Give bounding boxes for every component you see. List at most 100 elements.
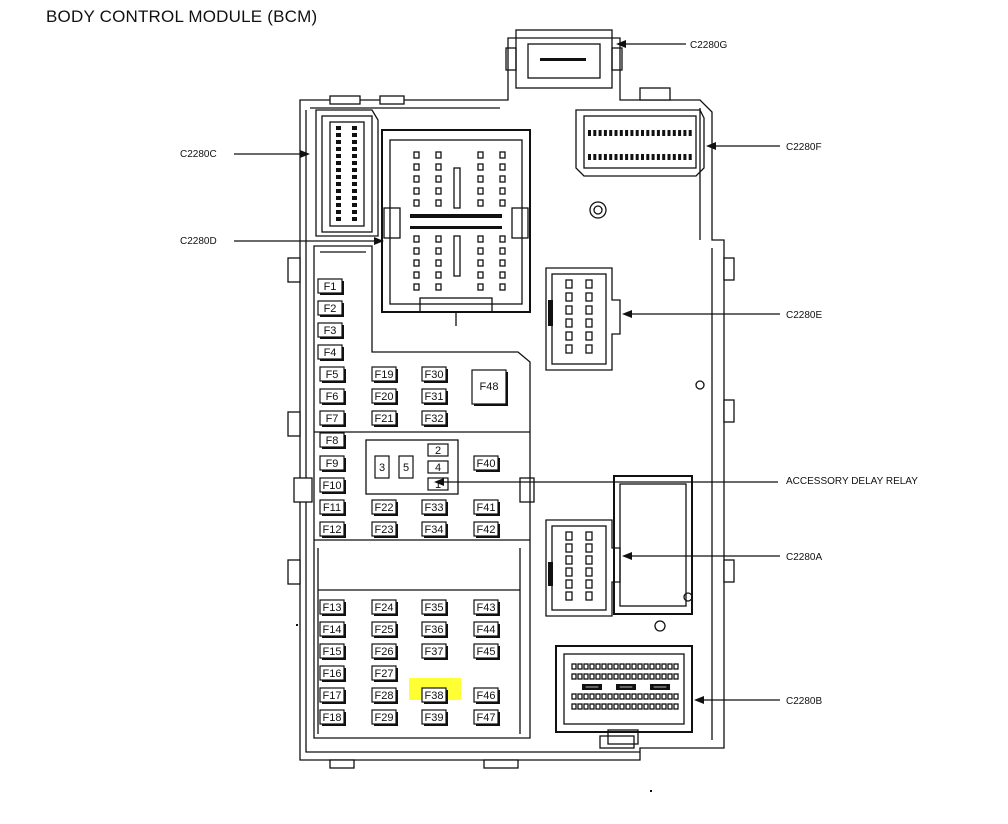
- fuse-body: [473, 643, 499, 659]
- fuse-body: [319, 455, 345, 471]
- fuse-f48: F48: [471, 369, 508, 406]
- relay-pin-p2: 2: [427, 443, 449, 457]
- fuse-f28: F28: [371, 687, 398, 704]
- connector-c2280b: [555, 645, 693, 745]
- fuse-label-f28: F28: [375, 690, 394, 702]
- fuse-body: [371, 388, 397, 404]
- fuse-f37: F37: [421, 643, 448, 660]
- fuse-f11: F11: [319, 499, 346, 516]
- relay-pin-box: [374, 455, 390, 479]
- fuse-f45: F45: [473, 643, 500, 660]
- callout-label-c2280e: C2280E: [786, 310, 822, 321]
- fuse-f34: F34: [421, 521, 448, 538]
- fuse-f38: F38: [421, 687, 448, 704]
- fuse-label-f4: F4: [324, 347, 337, 359]
- fuse-f2: F2: [317, 300, 344, 317]
- fuse-label-f36: F36: [425, 624, 444, 636]
- fuse-body: [421, 521, 447, 537]
- fuse-body: [319, 477, 345, 493]
- callout-c2280c: C2280C: [180, 149, 310, 160]
- fuse-f16: F16: [319, 665, 346, 682]
- fuse-label-f2: F2: [324, 303, 337, 315]
- relay-pin-p1: 1: [427, 477, 449, 491]
- fuse-label-f48: F48: [480, 381, 499, 393]
- fuse-f29: F29: [371, 709, 398, 726]
- fuse-f35: F35: [421, 599, 448, 616]
- fuse-label-f26: F26: [375, 646, 394, 658]
- relay-pin-label: 3: [379, 462, 385, 474]
- fuse-f47: F47: [473, 709, 500, 726]
- fuse-body: [319, 599, 345, 615]
- callout-c2280d: C2280D: [180, 236, 384, 247]
- fuse-body: [371, 366, 397, 382]
- fuse-body: [473, 521, 499, 537]
- fuse-body: [371, 643, 397, 659]
- relay-pin-box: [427, 443, 449, 457]
- fuse-label-f35: F35: [425, 602, 444, 614]
- fuse-f42: F42: [473, 521, 500, 538]
- fuse-label-f32: F32: [425, 413, 444, 425]
- fuse-f15: F15: [319, 643, 346, 660]
- fuse-f30: F30: [421, 366, 448, 383]
- callout-label-c2280c: C2280C: [180, 149, 217, 160]
- fuse-body: [317, 322, 343, 338]
- relay-housing: [613, 475, 693, 615]
- fuse-label-f21: F21: [375, 413, 394, 425]
- fuse-f41: F41: [473, 499, 500, 516]
- fuse-label-f6: F6: [326, 391, 339, 403]
- fuses-layer: F1F2F3F4F5F6F7F8F9F10F11F12F19F20F21F30F…: [317, 278, 508, 726]
- connector-c2280a: [545, 519, 621, 617]
- fuse-f1: F1: [317, 278, 344, 295]
- fuse-f31: F31: [421, 388, 448, 405]
- fuse-f19: F19: [371, 366, 398, 383]
- callout-c2280f: C2280F: [706, 142, 822, 153]
- fuse-body: [317, 300, 343, 316]
- fuse-f21: F21: [371, 410, 398, 427]
- fuse-label-f16: F16: [323, 668, 342, 680]
- fuse-f13: F13: [319, 599, 346, 616]
- fuse-label-f3: F3: [324, 325, 337, 337]
- relay-pin-label: 5: [403, 462, 409, 474]
- fuse-label-f44: F44: [477, 624, 496, 636]
- fuse-f27: F27: [371, 665, 398, 682]
- fuse-f8: F8: [319, 432, 346, 449]
- fuse-f25: F25: [371, 621, 398, 638]
- fuse-body: [371, 499, 397, 515]
- fuse-f7: F7: [319, 410, 346, 427]
- fuse-label-f46: F46: [477, 690, 496, 702]
- callout-label-c2280f: C2280F: [786, 142, 822, 153]
- fuse-body: [319, 709, 345, 725]
- fuse-body: [319, 621, 345, 637]
- fuse-label-f38: F38: [425, 690, 444, 702]
- callout-accessory-delay-relay: ACCESSORY DELAY RELAY: [434, 476, 918, 487]
- fuse-body: [471, 369, 507, 405]
- fuse-label-f41: F41: [477, 502, 496, 514]
- fuse-body: [421, 388, 447, 404]
- fuse-label-f14: F14: [323, 624, 342, 636]
- fuse-body: [371, 621, 397, 637]
- fuse-f14: F14: [319, 621, 346, 638]
- callout-label-c2280a: C2280A: [786, 552, 822, 563]
- fuse-label-f12: F12: [323, 524, 342, 536]
- fuse-f12: F12: [319, 521, 346, 538]
- fuse-body: [421, 499, 447, 515]
- relay-pin-label: 2: [435, 445, 441, 457]
- fuse-body: [319, 687, 345, 703]
- connector-c2280c: [315, 109, 379, 237]
- connector-c2280d: [381, 129, 531, 326]
- fuse-label-f8: F8: [326, 435, 339, 447]
- fuse-label-f15: F15: [323, 646, 342, 658]
- page-title: BODY CONTROL MODULE (BCM): [46, 7, 318, 26]
- fuse-body: [317, 344, 343, 360]
- connector-c2280f: [575, 109, 705, 177]
- fuse-label-f43: F43: [477, 602, 496, 614]
- fuse-label-f30: F30: [425, 369, 444, 381]
- fuse-body: [371, 521, 397, 537]
- relay-pin-p5: 5: [398, 455, 414, 479]
- fuse-label-f25: F25: [375, 624, 394, 636]
- fuse-body: [319, 665, 345, 681]
- fuse-label-f37: F37: [425, 646, 444, 658]
- fuse-label-f18: F18: [323, 712, 342, 724]
- relay-pin-box: [427, 460, 449, 474]
